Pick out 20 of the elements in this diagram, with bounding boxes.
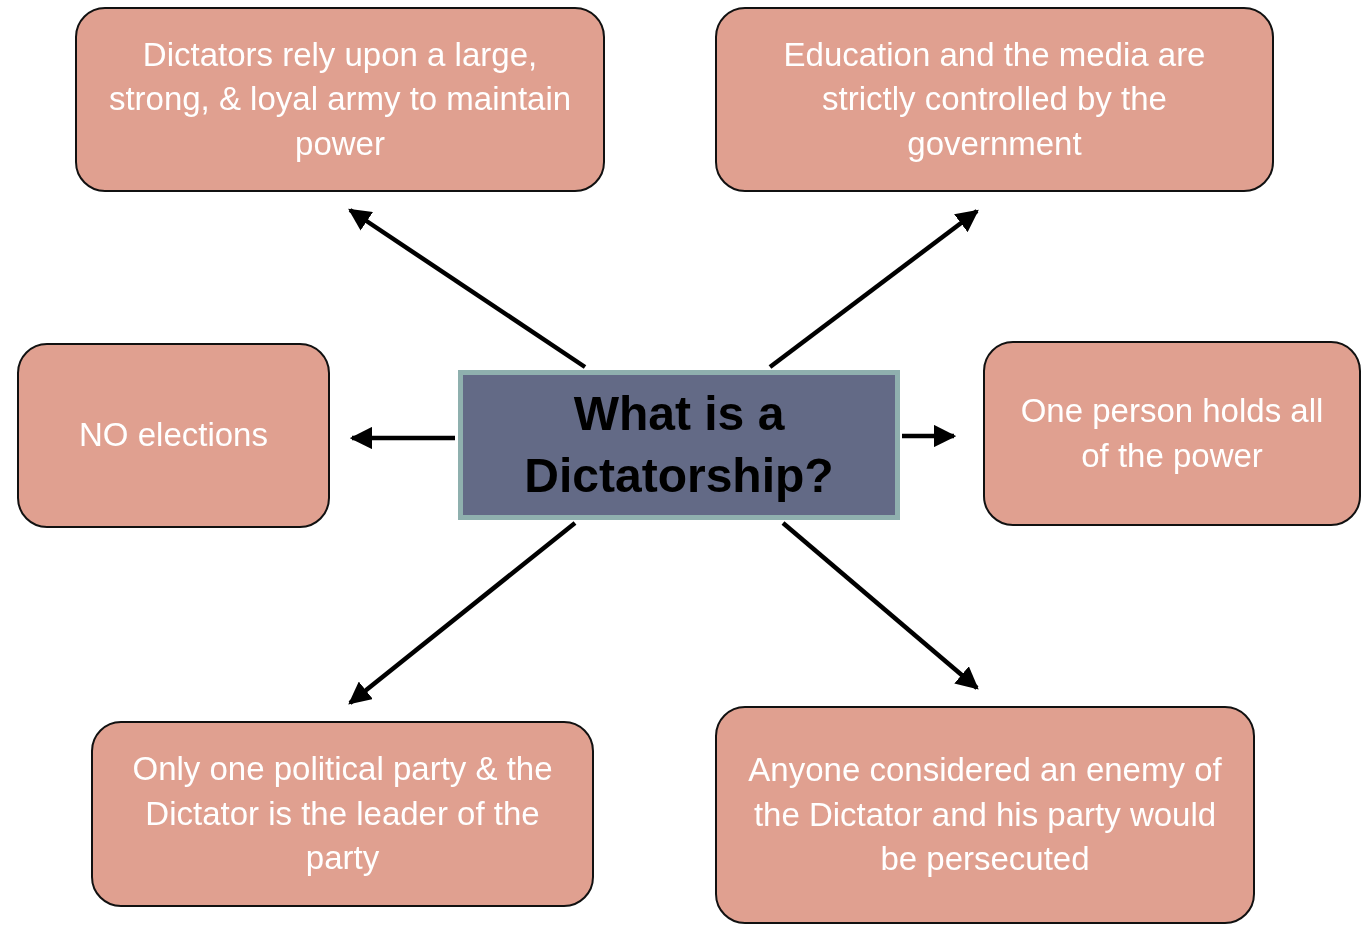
idea-box	[91, 721, 594, 907]
idea-text: Dictators rely upon a large, strong, & loyal army to maintain power	[107, 34, 573, 164]
arrow	[348, 208, 587, 369]
idea-box	[715, 706, 1255, 924]
idea-text: Only one political party & the Dictator is the leader of the party	[131, 749, 554, 879]
idea-box	[17, 343, 330, 528]
idea-text: Anyone considered an enemy of the Dictator and his party would be persecuted	[747, 750, 1223, 880]
idea-box	[715, 7, 1274, 192]
idea-box	[75, 7, 605, 192]
arrow	[902, 424, 957, 448]
arrow	[781, 521, 979, 690]
central-question: What is a Dictatorship?	[523, 385, 835, 504]
arrow	[768, 209, 979, 369]
arrow	[348, 521, 577, 705]
idea-box	[983, 341, 1361, 526]
idea-text: NO elections	[79, 415, 268, 456]
idea-text: One person holds all of the power	[1019, 390, 1325, 476]
arrow	[349, 426, 455, 450]
idea-text: Education and the media are strictly controlled by the government	[782, 34, 1207, 164]
central-topic-box	[458, 370, 900, 520]
